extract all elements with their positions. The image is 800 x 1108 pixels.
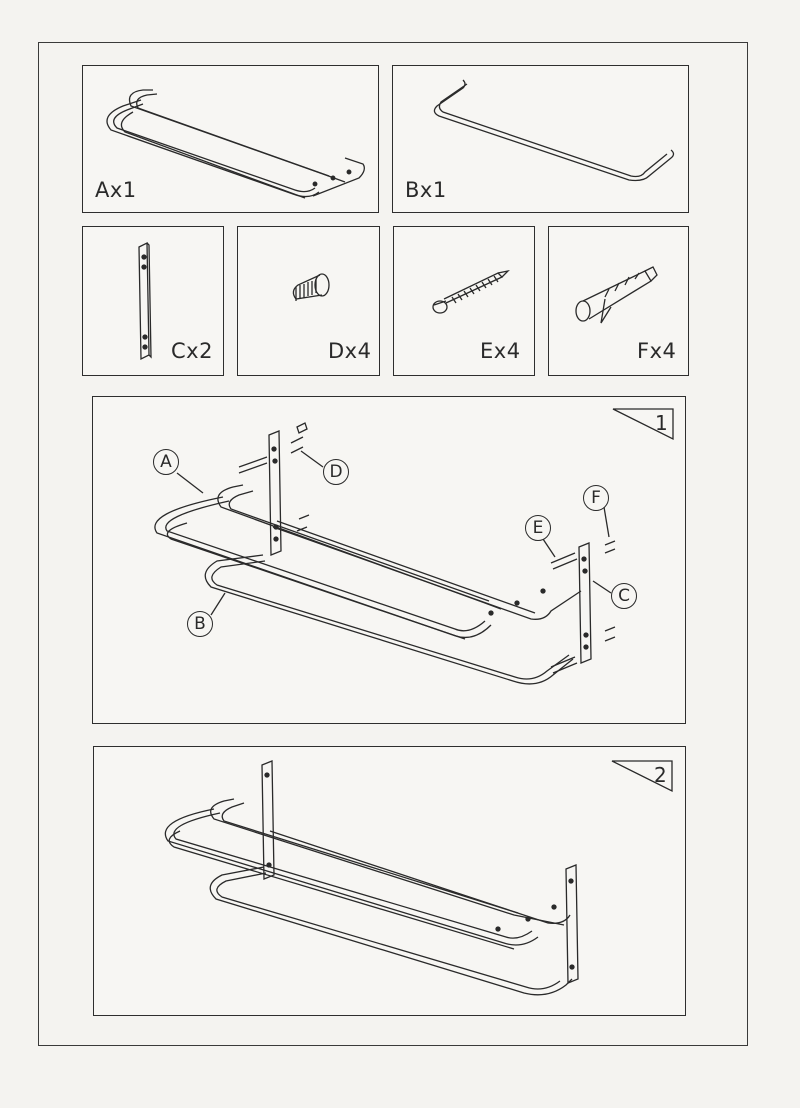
step-1-assembly-drawing: [154, 408, 674, 685]
part-f-wall-plug-drawing: [575, 266, 658, 324]
part-c-panel: Cx2: [82, 226, 224, 376]
part-d-screw-drawing: [292, 273, 330, 301]
step-1-panel: A D E F B C 1: [92, 396, 686, 724]
step-1-number: 1: [655, 411, 668, 435]
part-b-towel-bar-drawing: [433, 79, 675, 182]
step-2-number: 2: [654, 763, 667, 787]
callout-e: E: [525, 515, 551, 541]
part-d-label: Dx4: [328, 339, 372, 363]
part-c-label: Cx2: [171, 339, 213, 363]
part-e-wood-screw-drawing: [432, 269, 510, 314]
part-f-panel: Fx4: [548, 226, 689, 376]
callout-d: D: [323, 459, 349, 485]
instruction-sheet: [38, 42, 748, 1046]
part-e-label: Ex4: [480, 339, 521, 363]
part-c-bracket-drawing: [138, 241, 152, 361]
part-a-panel: Ax1: [82, 65, 379, 213]
step-2-assembled-drawing: [164, 760, 673, 996]
callout-c: C: [611, 583, 637, 609]
part-a-label: Ax1: [95, 178, 137, 202]
part-b-label: Bx1: [405, 178, 447, 202]
part-e-panel: Ex4: [393, 226, 535, 376]
part-d-panel: Dx4: [237, 226, 380, 376]
part-f-label: Fx4: [637, 339, 677, 363]
part-a-shelf-drawing: [106, 89, 365, 199]
part-b-panel: Bx1: [392, 65, 689, 213]
step-2-panel: 2: [93, 746, 686, 1016]
callout-b: B: [187, 611, 213, 637]
callout-f: F: [583, 485, 609, 511]
callout-a: A: [153, 449, 179, 475]
